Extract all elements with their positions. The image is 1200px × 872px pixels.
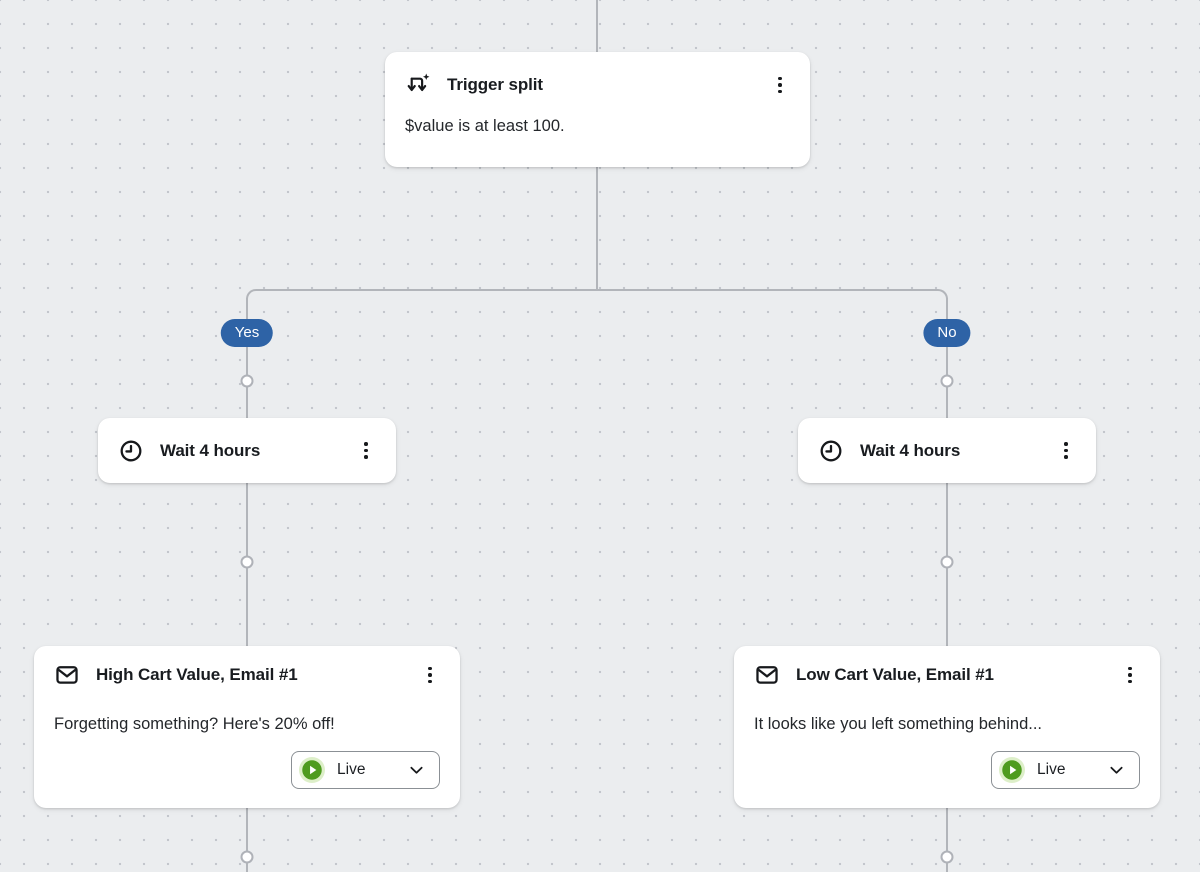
email-title: High Cart Value, Email #1 [96,665,298,684]
status-label: Live [1037,761,1066,778]
kebab-menu-icon[interactable] [1126,663,1134,688]
chevron-down-icon [410,766,423,774]
wait-card-yes[interactable]: Wait 4 hours [98,418,396,483]
add-step-node[interactable] [940,555,954,569]
status-dropdown-button[interactable]: Live [291,751,440,789]
wait-title: Wait 4 hours [160,440,261,460]
add-step-node[interactable] [240,374,254,388]
envelope-icon [56,666,78,684]
kebab-menu-icon[interactable] [426,663,434,688]
add-step-node[interactable] [240,555,254,569]
email-subject: It looks like you left something behind.… [754,715,1042,733]
add-step-node[interactable] [940,850,954,864]
add-step-node[interactable] [240,850,254,864]
connector-incoming [596,0,598,53]
split-arrows-icon [407,72,431,92]
email-card-low-cart-value[interactable]: Low Cart Value, Email #1 It looks like y… [734,646,1160,808]
kebab-menu-icon[interactable] [1062,438,1070,463]
trigger-split-condition: $value is at least 100. [405,117,565,135]
kebab-menu-icon[interactable] [362,438,370,463]
status-dropdown-button[interactable]: Live [991,751,1140,789]
wait-title: Wait 4 hours [860,440,961,460]
connector-split-bar [246,289,948,301]
kebab-menu-icon[interactable] [776,73,784,98]
chevron-down-icon [1110,766,1123,774]
clock-icon [120,440,142,461]
branch-label-no: No [923,319,971,347]
play-icon [299,757,325,783]
email-card-high-cart-value[interactable]: High Cart Value, Email #1 Forgetting som… [34,646,460,808]
envelope-icon [756,666,778,684]
clock-icon [820,440,842,461]
play-icon [999,757,1025,783]
connector-no-branch [946,298,948,872]
wait-card-no[interactable]: Wait 4 hours [798,418,1096,483]
trigger-split-title: Trigger split [447,75,543,94]
connector-yes-branch [246,298,248,872]
trigger-split-card[interactable]: Trigger split $value is at least 100. [385,52,810,167]
status-label: Live [337,761,366,778]
add-step-node[interactable] [940,374,954,388]
email-subject: Forgetting something? Here's 20% off! [54,715,335,733]
email-title: Low Cart Value, Email #1 [796,665,994,684]
branch-label-yes: Yes [220,319,274,347]
connector-trigger-to-split [596,166,598,290]
